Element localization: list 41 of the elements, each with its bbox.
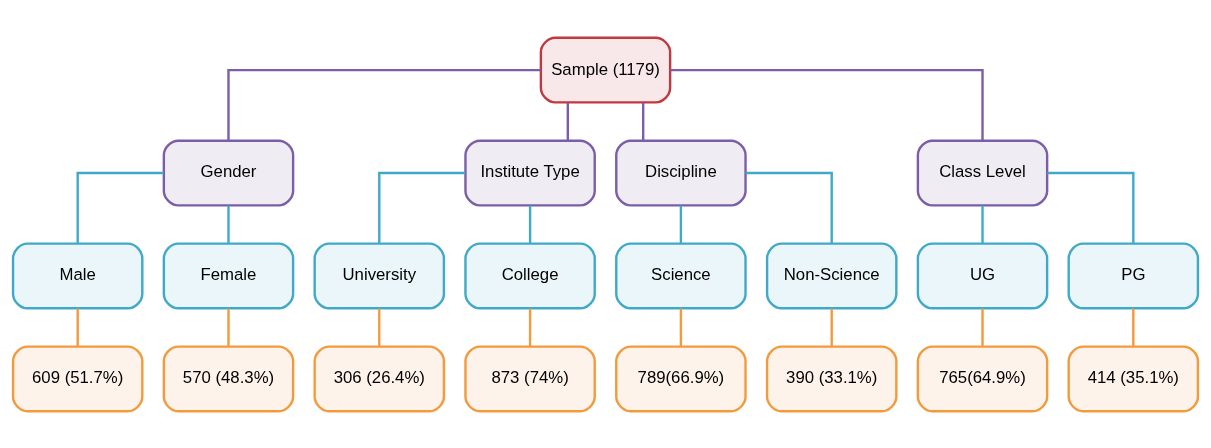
connector bbox=[378, 308, 381, 347]
node-box: 570 (48.3%) bbox=[162, 344, 295, 412]
node-box: PG bbox=[1067, 241, 1200, 309]
node-box: UG bbox=[916, 241, 1049, 309]
node-box: Institute Type bbox=[464, 139, 596, 207]
node-box: Gender bbox=[162, 139, 295, 207]
node-box: Discipline bbox=[615, 139, 747, 207]
connector bbox=[642, 102, 645, 141]
node-box: 873 (74%) bbox=[464, 344, 596, 412]
connector bbox=[1132, 308, 1135, 347]
node-box: College bbox=[464, 241, 596, 309]
node-box: Class Level bbox=[916, 139, 1049, 207]
connector bbox=[566, 102, 569, 141]
connector bbox=[1047, 171, 1135, 243]
node-box: Science bbox=[615, 241, 747, 309]
connector bbox=[528, 308, 532, 347]
node-box: 306 (26.4%) bbox=[313, 344, 446, 412]
node-box: Male bbox=[11, 241, 144, 309]
node-box: 789(66.9%) bbox=[615, 344, 747, 412]
connector bbox=[76, 171, 164, 243]
connector bbox=[679, 308, 683, 347]
connector bbox=[981, 205, 984, 244]
connector bbox=[670, 68, 984, 140]
connector bbox=[981, 308, 984, 347]
node-box: Non-Science bbox=[765, 241, 898, 309]
connector bbox=[679, 205, 683, 244]
connector bbox=[830, 308, 833, 347]
node-box: University bbox=[313, 241, 446, 309]
node-box: 414 (35.1%) bbox=[1067, 344, 1200, 412]
node-box: 390 (33.1%) bbox=[765, 344, 898, 412]
connector bbox=[528, 205, 532, 244]
connector bbox=[227, 205, 230, 244]
connector bbox=[227, 68, 541, 140]
node-box: Sample (1179) bbox=[539, 36, 672, 104]
connector bbox=[76, 308, 79, 347]
connector bbox=[378, 171, 466, 243]
connector bbox=[227, 308, 230, 347]
connector bbox=[745, 171, 833, 243]
node-box: 765(64.9%) bbox=[916, 344, 1049, 412]
node-box: Female bbox=[162, 241, 295, 309]
node-box: 609 (51.7%) bbox=[11, 344, 144, 412]
